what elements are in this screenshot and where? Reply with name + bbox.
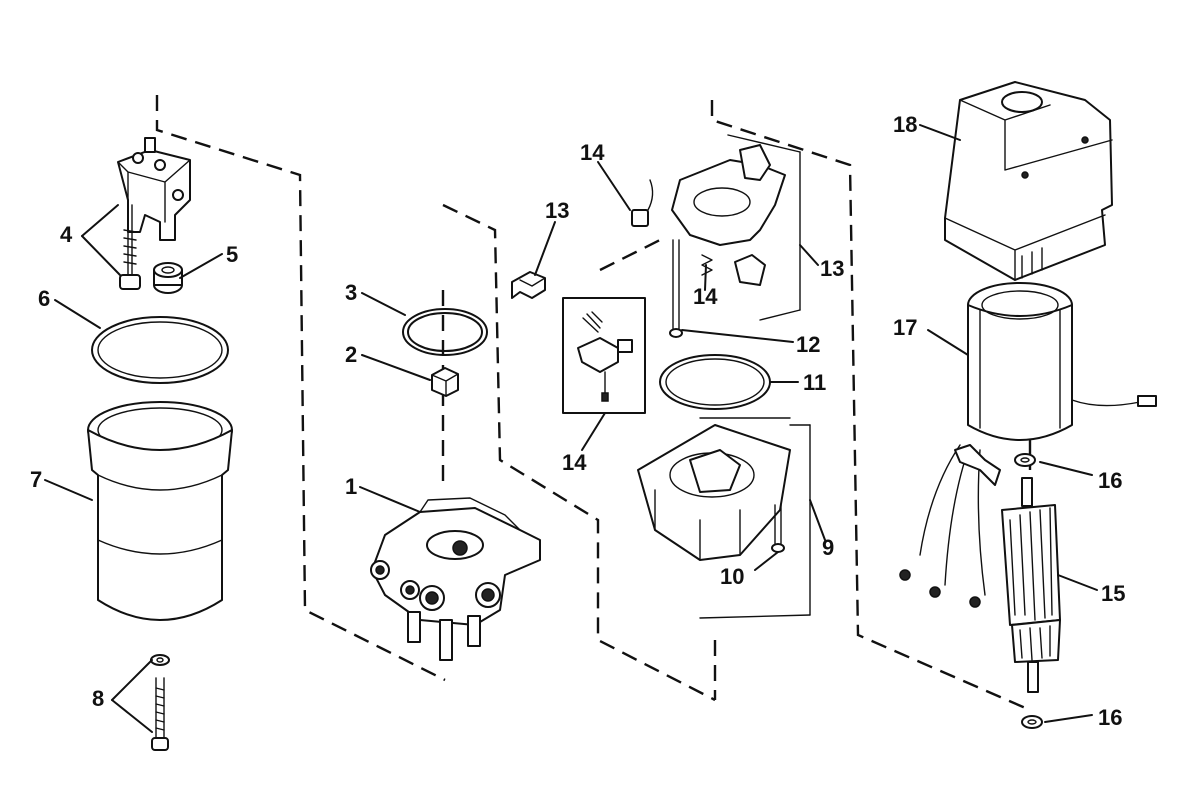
part-1-pump-body	[370, 497, 541, 661]
label-part-14-top: 14	[580, 140, 605, 165]
part-3-o-ring	[402, 308, 488, 356]
part-5-nut	[153, 262, 183, 294]
part-16-washer-bottom	[1021, 715, 1043, 729]
label-part-10: 10	[720, 564, 744, 589]
label-part-3: 3	[345, 280, 357, 305]
part-12-bolt	[669, 239, 683, 338]
label-part-11: 11	[803, 370, 826, 395]
label-part-7: 7	[30, 467, 42, 492]
part-8-screw-washer	[150, 654, 170, 751]
part-14-brush-kit	[562, 297, 646, 414]
part-2-fitting	[431, 367, 459, 397]
part-16-washer-top	[1014, 453, 1036, 467]
part-18-motor-cover	[944, 81, 1113, 281]
label-part-8: 8	[92, 686, 104, 711]
label-part-13-left: 13	[545, 198, 569, 223]
boundary-left-group	[155, 95, 446, 682]
part-9-end-housing	[637, 417, 811, 619]
label-part-5: 5	[226, 242, 238, 267]
part-17-stator	[899, 282, 1157, 608]
label-part-1: 1	[345, 474, 357, 499]
label-part-4: 4	[60, 222, 73, 247]
label-part-15: 15	[1101, 581, 1125, 606]
part-13-clip	[511, 271, 546, 299]
part-13-brush-holder	[671, 134, 801, 321]
label-part-14-kit: 14	[562, 450, 587, 475]
part-6-o-ring	[91, 316, 229, 384]
label-part-2: 2	[345, 342, 357, 367]
label-part-12: 12	[796, 332, 820, 357]
label-part-17: 17	[893, 315, 917, 340]
label-part-6: 6	[38, 286, 50, 311]
boundary-right-group	[710, 100, 1031, 712]
label-part-14-spring: 14	[693, 284, 718, 309]
label-part-16-bottom: 16	[1098, 705, 1122, 730]
label-part-13-right: 13	[820, 256, 844, 281]
label-part-18: 18	[893, 112, 917, 137]
leader-lines	[44, 124, 1098, 733]
part-15-armature	[1001, 477, 1061, 693]
part-14-brush-lead	[631, 179, 654, 227]
assembly-boundaries	[155, 95, 1032, 712]
part-4-valve-body	[117, 137, 191, 290]
label-part-9: 9	[822, 535, 834, 560]
label-part-16-top: 16	[1098, 468, 1122, 493]
part-11-o-ring	[659, 354, 771, 410]
boundary-inner-group	[599, 238, 661, 272]
part-14-spring	[701, 254, 713, 276]
part-7-reservoir	[87, 401, 233, 621]
part-labels: 4 5 6 7 8 3 2 1 13 14 13 14 12 11 14 9 1…	[30, 112, 1125, 730]
